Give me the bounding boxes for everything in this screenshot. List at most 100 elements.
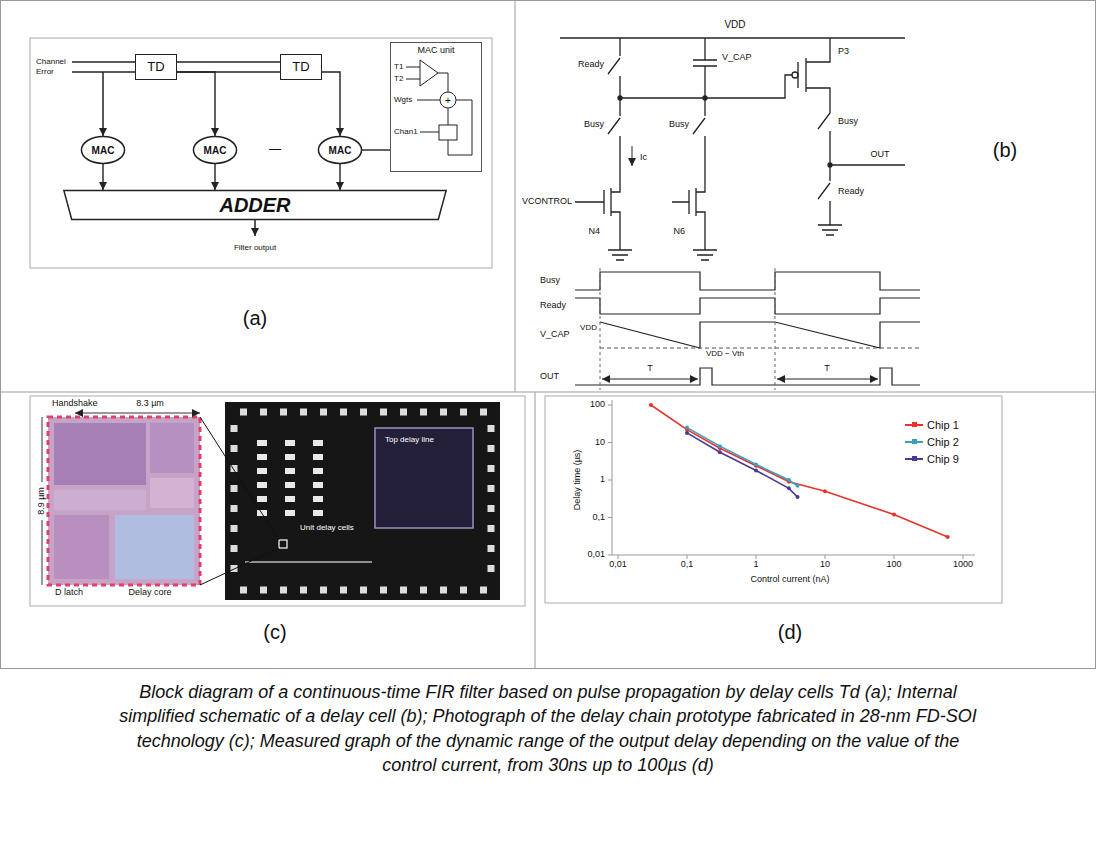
- tick-label: 1000: [953, 560, 973, 570]
- connector-line: [322, 72, 340, 136]
- series-marker: [718, 444, 722, 448]
- dimension-line: [42, 417, 43, 482]
- timing-diagram: [600, 322, 920, 348]
- delay-cell-schematic: [672, 186, 705, 250]
- delay-cell-schematic: [560, 38, 905, 260]
- legend-marker: [912, 439, 917, 444]
- dimension-line: [42, 520, 43, 585]
- connector: [177, 72, 215, 136]
- delay-cell-schematic: [632, 146, 633, 166]
- timing-diagram: [575, 272, 920, 290]
- connector-line: [362, 149, 390, 150]
- mac-unit-internals: [420, 132, 439, 133]
- chip-photo: [488, 425, 495, 585]
- tick-label: 100: [590, 400, 605, 410]
- cell-layout-photo: [54, 490, 146, 510]
- box-label: ADDER: [219, 194, 290, 216]
- part-name: Delay core: [128, 588, 171, 598]
- signal-name: OUT: [540, 372, 559, 382]
- delay-cell-box: TD: [280, 54, 322, 80]
- filter-wiring: [254, 220, 256, 236]
- chip-photo: [279, 540, 287, 548]
- series-marker: [649, 403, 653, 407]
- delay-cell-schematic: [618, 96, 622, 100]
- mac-circle: MAC: [81, 136, 125, 164]
- panel-d-frame: [545, 396, 1002, 603]
- chip-photo: [245, 561, 372, 563]
- series-marker: [946, 535, 950, 539]
- delay-cell-schematic: [828, 163, 832, 167]
- legend-text: Chip 1: [927, 419, 959, 431]
- mac-circle-outline: [193, 137, 236, 164]
- panel-a-frame: [30, 38, 492, 268]
- mac-unit-internals: [417, 100, 440, 101]
- ellipsis-mark: —: [269, 143, 281, 156]
- delay-cell-schematic: [608, 98, 620, 186]
- cell-layout-photo: [150, 478, 194, 508]
- series-line: [687, 433, 798, 497]
- zoom-leader-line: [200, 548, 279, 585]
- part-name: Handshake: [52, 399, 98, 409]
- mac-unit-internals: [406, 79, 420, 80]
- pin-name: T2: [394, 75, 403, 84]
- legend-text: Chip 2: [927, 436, 959, 448]
- timing-diagram: [600, 347, 920, 348]
- connector: [340, 164, 341, 190]
- legend-text: Chip 9: [927, 453, 959, 465]
- mac-circle-outline: [81, 137, 124, 164]
- part-name: Unit delay cells: [300, 524, 354, 533]
- figure-caption: Block diagram of a continuous-time FIR f…: [108, 680, 988, 777]
- cell-layout-photo: [48, 417, 200, 585]
- panel-d-frame: [545, 396, 1002, 603]
- chart-axis: [608, 400, 975, 559]
- legend-marker: [912, 456, 917, 461]
- legend-row: Chip 2: [905, 433, 959, 450]
- delay-cell-schematic: [620, 75, 792, 98]
- pin-name: Wgts: [394, 96, 412, 105]
- level-name: VDD − Vth: [706, 350, 744, 359]
- timing-diagram: [777, 379, 878, 380]
- dimension: 8.9 µm: [37, 487, 47, 515]
- mac-unit-internals: [420, 60, 438, 86]
- chip-photo: [375, 428, 473, 528]
- panel-c-frame: [30, 396, 525, 606]
- tick-label: 10: [595, 438, 605, 448]
- cell-layout-photo: [150, 423, 194, 473]
- delay-cell-schematic: [818, 110, 905, 165]
- switch-name: Ready: [838, 187, 864, 197]
- tick-label: 100: [886, 560, 901, 570]
- tick-label: 1: [753, 560, 758, 570]
- delay-cell-schematic: [693, 98, 705, 186]
- chip-photo: [240, 587, 492, 594]
- mac-unit-internals: [438, 73, 448, 92]
- dimension-line: [42, 413, 200, 585]
- delay-cell-schematic: [818, 225, 842, 235]
- panel-c-frame: [30, 396, 525, 606]
- figure-frame: [0, 392, 1096, 393]
- legend-swatch: [905, 458, 923, 460]
- bus-line: [177, 63, 280, 72]
- chart-axis: [612, 555, 975, 556]
- mac-unit-internals: [448, 108, 449, 125]
- delay-cell-schematic: [608, 250, 632, 260]
- connector-line: [102, 164, 103, 190]
- delay-cell-schematic: [798, 38, 830, 110]
- filter-wiring: [102, 72, 104, 136]
- output-name: OUT: [871, 150, 890, 160]
- panel-letter: (b): [993, 139, 1017, 161]
- tick-label: 0,01: [587, 550, 605, 560]
- delay-cell-schematic: [703, 96, 707, 100]
- mac-unit-internals: [406, 67, 420, 68]
- series-marker: [787, 486, 791, 490]
- period-name: T: [824, 364, 830, 374]
- connector-line: [177, 72, 215, 136]
- adder-block-outline: [64, 191, 446, 220]
- mac-unit-internals: [406, 60, 472, 155]
- series-marker: [754, 468, 758, 472]
- tick-label: 0,01: [609, 560, 627, 570]
- panel-letter: (d): [778, 621, 802, 643]
- signal-name: Ready: [540, 301, 566, 311]
- dimension-line: [75, 413, 200, 414]
- delay-cell-schematic: [608, 38, 620, 98]
- zoom-leader-line: [200, 417, 279, 585]
